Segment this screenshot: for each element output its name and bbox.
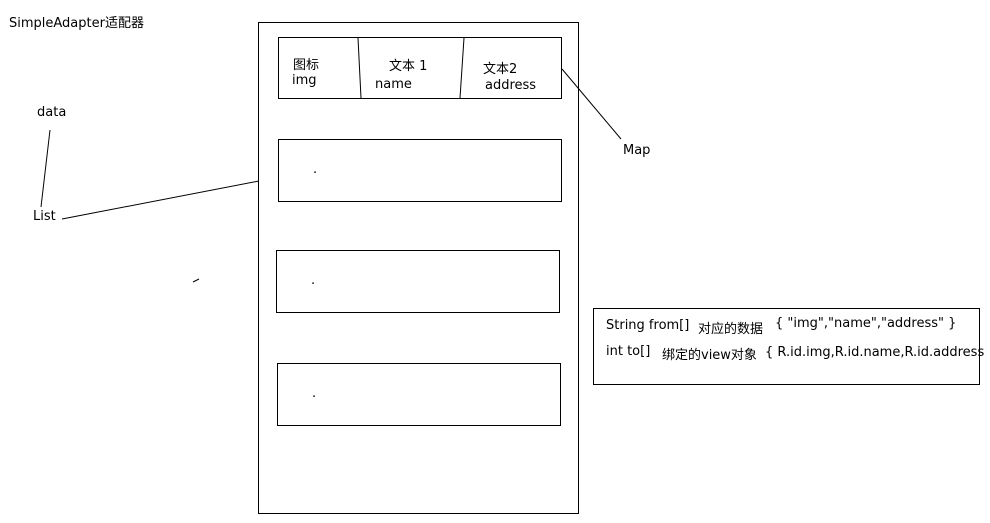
data-label: data	[37, 105, 67, 120]
list-item-2	[276, 250, 560, 313]
header-divider-2	[459, 37, 465, 99]
note-from-values: { "img","name","address" }	[775, 316, 957, 331]
cell-text2-label: 文本2	[483, 62, 518, 77]
cell-text1-id: name	[375, 77, 412, 92]
stray-mark	[192, 278, 200, 283]
cell-icon-id: img	[292, 73, 317, 88]
header-divider-1	[357, 37, 362, 99]
note-from-label: String from[]	[606, 318, 690, 333]
mapping-note-box	[593, 308, 980, 385]
list-item-2-dot: .	[311, 273, 316, 288]
list-item-3	[277, 363, 561, 426]
list-label: List	[33, 209, 56, 224]
list-to-container-line	[61, 180, 260, 220]
note-to-desc: 绑定的view对象	[662, 348, 757, 363]
map-label: Map	[623, 143, 651, 158]
note-to-values: { R.id.img,R.id.name,R.id.address }	[765, 345, 990, 360]
cell-text2-id: address	[485, 78, 537, 93]
map-to-header-line	[561, 68, 622, 140]
note-to-label: int to[]	[606, 344, 651, 359]
cell-text1-label: 文本 1	[389, 59, 428, 74]
list-item-1	[278, 139, 562, 202]
note-from-desc: 对应的数据	[698, 322, 764, 337]
diagram-title: SimpleAdapter适配器	[9, 16, 144, 31]
data-to-list-line	[40, 129, 51, 208]
cell-icon-label: 图标	[293, 58, 320, 73]
list-item-header	[278, 37, 562, 99]
list-item-1-dot: .	[313, 162, 318, 177]
list-item-3-dot: .	[312, 386, 317, 401]
list-container	[258, 22, 579, 514]
